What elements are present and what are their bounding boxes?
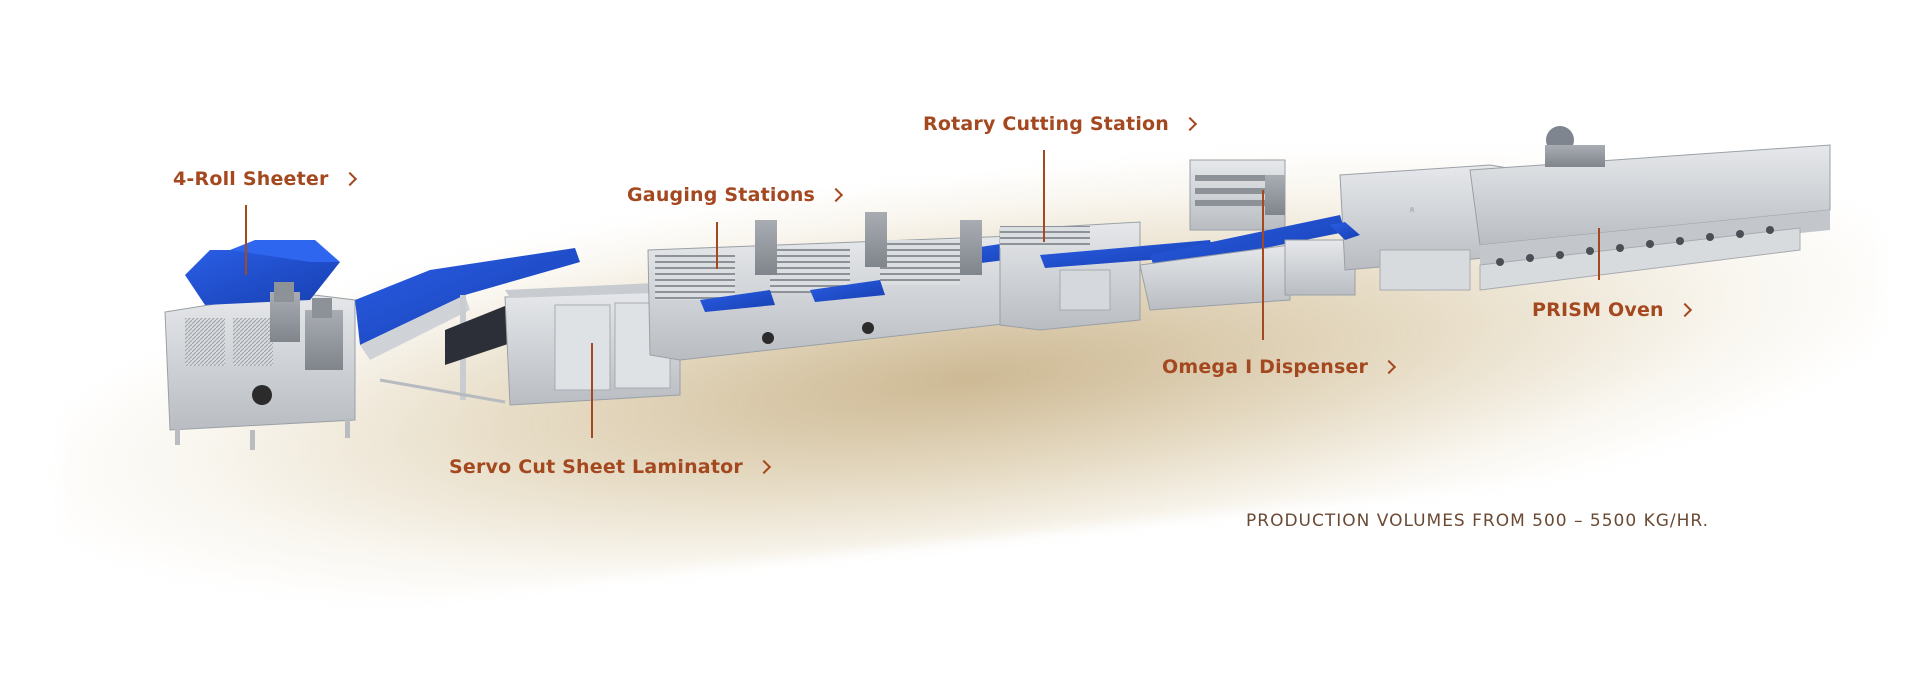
callout-label: Servo Cut Sheet Laminator bbox=[449, 456, 743, 478]
gauging-stations-machine bbox=[647, 212, 1045, 361]
callout-label: 4-Roll Sheeter bbox=[173, 168, 329, 190]
leader-line-rotary-cutting-station bbox=[1043, 150, 1045, 242]
callout-label: Rotary Cutting Station bbox=[923, 113, 1170, 135]
leader-line-gauging-stations bbox=[716, 222, 718, 269]
chevron-right-icon bbox=[1182, 116, 1198, 132]
callout-gauging-stations[interactable]: Gauging Stations bbox=[627, 184, 844, 206]
four-roll-sheeter-machine bbox=[164, 240, 356, 450]
callout-rotary-cutting-station[interactable]: Rotary Cutting Station bbox=[923, 113, 1198, 135]
callout-label: PRISM Oven bbox=[1532, 299, 1664, 321]
incline-conveyor bbox=[355, 248, 580, 404]
chevron-right-icon bbox=[1382, 359, 1397, 375]
chevron-right-icon bbox=[829, 187, 844, 203]
prism-oven-machine: R bbox=[1330, 126, 1831, 291]
chevron-right-icon bbox=[342, 171, 357, 187]
production-volume-tagline: PRODUCTION VOLUMES FROM 500 – 5500 KG/HR… bbox=[1246, 511, 1710, 531]
omega-dispenser-machine bbox=[1139, 159, 1356, 311]
callout-prism-oven[interactable]: PRISM Oven bbox=[1532, 299, 1692, 321]
callout-label: Gauging Stations bbox=[627, 184, 816, 206]
callout-omega-dispenser[interactable]: Omega I Dispenser bbox=[1162, 356, 1397, 378]
rotary-cutting-station-machine bbox=[999, 221, 1215, 331]
svg-text:R: R bbox=[1410, 207, 1414, 214]
chevron-right-icon bbox=[1677, 302, 1692, 318]
callout-servo-cut-sheet-laminator[interactable]: Servo Cut Sheet Laminator bbox=[449, 456, 772, 478]
leader-line-prism-oven bbox=[1598, 228, 1600, 280]
leader-line-omega-dispenser bbox=[1262, 190, 1264, 340]
leader-line-four-roll-sheeter bbox=[245, 205, 247, 275]
leader-line-servo-laminator bbox=[591, 343, 593, 438]
chevron-right-icon bbox=[756, 459, 772, 475]
callout-four-roll-sheeter[interactable]: 4-Roll Sheeter bbox=[173, 168, 357, 190]
callout-label: Omega I Dispenser bbox=[1162, 356, 1369, 378]
